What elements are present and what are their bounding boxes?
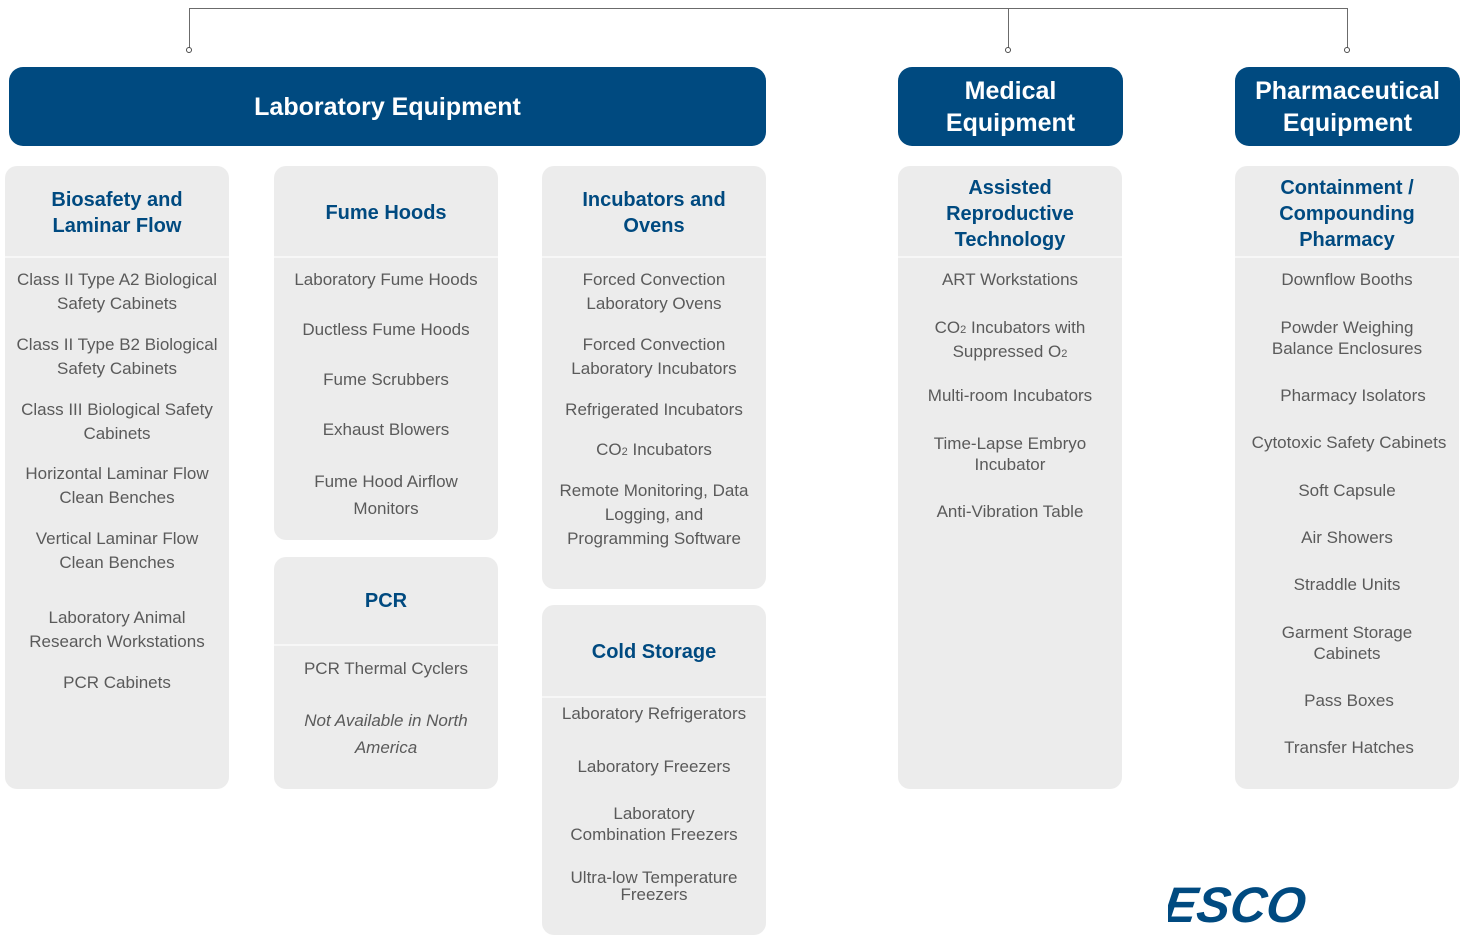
medical-equipment-label: Medical Equipment (945, 76, 1076, 137)
item-class-iii[interactable]: Class III Biological Safety Cabinets (21, 400, 213, 443)
item-cytotoxic-cabinets[interactable]: Cytotoxic Safety Cabinets (1251, 433, 1447, 452)
panel-incubators: Incubators and Ovens Forced Convection L… (542, 166, 766, 589)
item-lab-freezers[interactable]: Laboratory Freezers (577, 757, 731, 776)
item-ductless-fume-hoods[interactable]: Ductless Fume Hoods (302, 320, 470, 339)
panel-biosafety: Biosafety and Laminar Flow Class II Type… (5, 166, 229, 789)
item-transfer-hatches[interactable]: Transfer Hatches (1284, 738, 1414, 757)
panel-containment: Containment / Compounding Pharmacy Downf… (1235, 166, 1459, 789)
panel-fume-hoods: Fume Hoods Laboratory Fume Hoods Ductles… (274, 166, 498, 540)
esco-logo: ESCO (1168, 877, 1310, 933)
item-time-lapse[interactable]: Time-Lapse Embryo Incubator (933, 434, 1087, 474)
item-art-workstations[interactable]: ART Workstations (941, 270, 1079, 289)
panel-art: Assisted Reproductive Technology ART Wor… (898, 166, 1122, 789)
item-vertical-laminar[interactable]: Vertical Laminar Flow Clean Benches (35, 529, 199, 572)
panel-title-art[interactable]: Assisted Reproductive Technology (946, 177, 1074, 251)
divider (274, 256, 498, 258)
item-combination-freezers[interactable]: Laboratory Combination Freezers (570, 804, 738, 844)
connector-lab-drop (189, 8, 190, 48)
divider (1235, 256, 1459, 258)
item-airflow-monitors[interactable]: Fume Hood Airflow Monitors (314, 472, 458, 518)
panel-title-cold-storage[interactable]: Cold Storage (591, 641, 717, 663)
divider (542, 256, 766, 258)
item-convection-incubators[interactable]: Forced Convection Laboratory Incubators (571, 335, 737, 378)
item-lab-refrigerators[interactable]: Laboratory Refrigerators (561, 704, 747, 723)
item-powder-weighing[interactable]: Powder Weighing Balance Enclosures (1271, 318, 1423, 358)
item-ultra-low-freezers[interactable]: Ultra-low Temperature Freezers (570, 868, 738, 904)
item-pcr-cabinets[interactable]: PCR Cabinets (63, 673, 171, 692)
connector-pharma-dot (1344, 47, 1350, 53)
item-co2-incubators[interactable]: CO2 Incubators (546, 438, 762, 464)
divider (274, 644, 498, 646)
item-pharmacy-isolators[interactable]: Pharmacy Isolators (1280, 386, 1426, 405)
item-animal-research[interactable]: Laboratory Animal Research Workstations (29, 608, 205, 651)
item-co2-suppressed-o2[interactable]: CO2 Incubators with Suppressed O2 (902, 317, 1118, 365)
item-air-showers[interactable]: Air Showers (1301, 528, 1393, 547)
panel-cold-storage: Cold Storage Laboratory Refrigerators La… (542, 605, 766, 935)
connector-pharma-drop (1347, 8, 1348, 48)
connector-top-line (189, 8, 1348, 9)
item-downflow-booths[interactable]: Downflow Booths (1281, 270, 1413, 289)
connector-lab-dot (186, 47, 192, 53)
item-pcr-availability-note: Not Available in North America (304, 711, 468, 757)
item-refrigerated-incubators[interactable]: Refrigerated Incubators (565, 400, 743, 419)
item-soft-capsule[interactable]: Soft Capsule (1298, 481, 1396, 500)
co2-suffix: Incubators (627, 440, 712, 459)
item-horizontal-laminar[interactable]: Horizontal Laminar Flow Clean Benches (25, 464, 209, 507)
co2-subscript: 2 (621, 446, 628, 458)
item-fume-scrubbers[interactable]: Fume Scrubbers (323, 370, 449, 389)
item-remote-monitoring[interactable]: Remote Monitoring, Data Logging, and Pro… (559, 481, 749, 548)
item-garment-storage[interactable]: Garment Storage Cabinets (1281, 623, 1413, 663)
co2-subscript: 2 (960, 324, 967, 336)
suppressed-o2-text: Incubators with Suppressed O (952, 318, 1086, 361)
panel-title-incubators[interactable]: Incubators and Ovens (582, 189, 726, 237)
item-class-ii-b2[interactable]: Class II Type B2 Biological Safety Cabin… (16, 335, 218, 378)
panel-title-fume-hoods[interactable]: Fume Hoods (325, 202, 447, 224)
item-anti-vibration[interactable]: Anti-Vibration Table (936, 502, 1084, 521)
pharmaceutical-equipment-header[interactable]: Pharmaceutical Equipment (1235, 67, 1460, 146)
pharmaceutical-equipment-label: Pharmaceutical Equipment (1255, 76, 1440, 137)
co2-text: CO (596, 440, 622, 459)
panel-title-containment[interactable]: Containment / Compounding Pharmacy (1279, 177, 1415, 251)
panel-title-biosafety[interactable]: Biosafety and Laminar Flow (51, 189, 183, 237)
item-class-ii-a2[interactable]: Class II Type A2 Biological Safety Cabin… (16, 270, 217, 313)
co2-text: CO (934, 318, 961, 337)
item-pcr-thermal-cyclers[interactable]: PCR Thermal Cyclers (303, 659, 469, 678)
connector-medical-drop (1008, 8, 1009, 48)
divider (898, 256, 1122, 258)
item-multi-room[interactable]: Multi-room Incubators (927, 386, 1093, 405)
medical-equipment-header[interactable]: Medical Equipment (898, 67, 1123, 146)
panel-title-pcr[interactable]: PCR (364, 590, 408, 612)
connector-medical-dot (1005, 47, 1011, 53)
item-lab-fume-hoods[interactable]: Laboratory Fume Hoods (294, 270, 478, 289)
item-pass-boxes[interactable]: Pass Boxes (1304, 691, 1394, 710)
esco-logo-text: ESCO (1168, 877, 1310, 933)
item-exhaust-blowers[interactable]: Exhaust Blowers (322, 420, 450, 439)
item-convection-ovens[interactable]: Forced Convection Laboratory Ovens (582, 270, 726, 313)
item-straddle-units[interactable]: Straddle Units (1293, 575, 1401, 594)
o2-subscript: 2 (1061, 348, 1068, 360)
divider (5, 256, 229, 258)
divider (542, 696, 766, 698)
panel-pcr: PCR PCR Thermal Cyclers Not Available in… (274, 557, 498, 789)
laboratory-equipment-header[interactable]: Laboratory Equipment (9, 67, 766, 146)
